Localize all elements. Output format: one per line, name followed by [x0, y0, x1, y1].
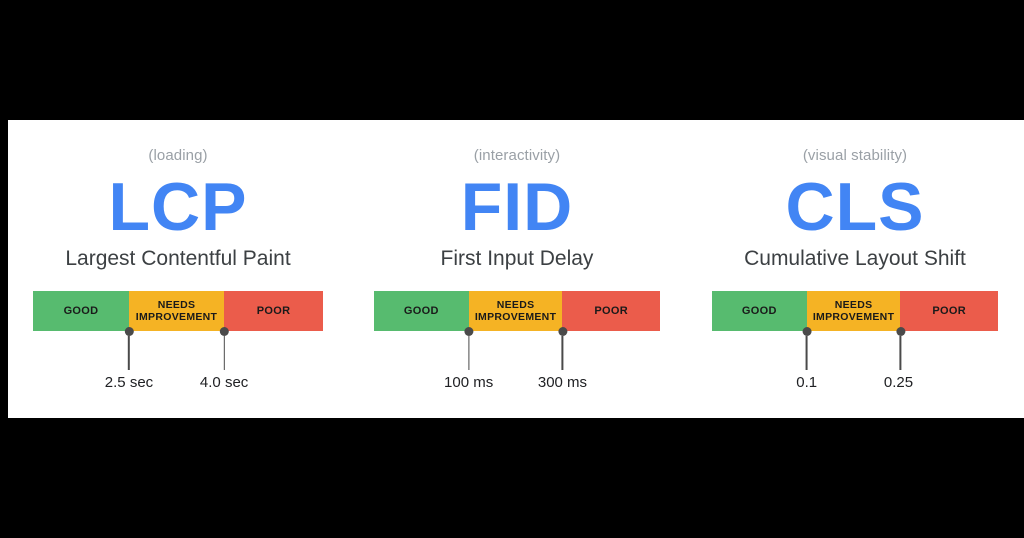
bar-segment-needs-improvement-label: NEEDS IMPROVEMENT	[475, 299, 556, 323]
marker-line	[128, 336, 130, 371]
metric-acronym: FID	[460, 169, 574, 245]
threshold-marker-good: 2.5 sec	[104, 327, 154, 392]
needs-label-line2: IMPROVEMENT	[812, 311, 895, 324]
metric-category-label: (interactivity)	[473, 147, 561, 164]
threshold-marker-good: 0.1	[796, 327, 818, 392]
bar-segment-needs-improvement-label: NEEDS IMPROVEMENT	[813, 299, 894, 323]
marker-dot-icon	[557, 327, 567, 337]
bar-segment-poor: POOR	[562, 291, 660, 332]
threshold-marker-good: 100 ms	[444, 327, 494, 392]
bar-segment-good-label: GOOD	[741, 305, 777, 318]
metric-full-name: First Input Delay	[440, 247, 594, 271]
bar-segment-needs-improvement: NEEDS IMPROVEMENT	[128, 291, 225, 332]
threshold-value-good: 100 ms	[444, 374, 494, 392]
metric-full-name: Cumulative Layout Shift	[744, 247, 966, 271]
marker-line	[561, 336, 564, 371]
bar-segment-poor: POOR	[224, 291, 323, 332]
bar-segment-good: GOOD	[33, 291, 129, 332]
marker-dot-icon	[124, 327, 134, 337]
bar-segment-good-label: GOOD	[63, 305, 99, 318]
needs-label-line1: NEEDS	[834, 299, 873, 312]
threshold-marker-poor: 300 ms	[537, 327, 588, 392]
bar-segment-poor-label: POOR	[256, 305, 291, 318]
bar-segment-poor-label: POOR	[932, 305, 966, 318]
threshold-value-poor: 300 ms	[537, 374, 588, 392]
threshold-marker-poor: 4.0 sec	[199, 327, 249, 392]
threshold-marker-poor: 0.25	[883, 327, 915, 392]
needs-label-line2: IMPROVEMENT	[474, 311, 557, 324]
threshold-bar: GOOD NEEDS IMPROVEMENT POOR	[33, 291, 323, 332]
marker-line	[899, 336, 902, 371]
threshold-bar-lcp: GOOD NEEDS IMPROVEMENT POOR	[33, 291, 323, 392]
bar-segment-needs-improvement: NEEDS IMPROVEMENT	[468, 291, 563, 332]
bar-segment-good: GOOD	[712, 291, 807, 332]
needs-label-line1: NEEDS	[157, 299, 196, 312]
metric-lcp: (loading) LCP Largest Contentful Paint G…	[8, 120, 348, 418]
marker-dot-icon	[464, 327, 474, 337]
marker-dot-icon	[802, 327, 812, 337]
marker-dot-icon	[219, 327, 229, 337]
metric-category-label: (visual stability)	[802, 147, 908, 164]
bar-segment-poor-label: POOR	[594, 305, 628, 318]
marker-dot-icon	[895, 327, 905, 337]
bar-segment-good-label: GOOD	[403, 305, 439, 318]
metric-category-label: (loading)	[148, 147, 208, 164]
needs-label-line1: NEEDS	[496, 299, 535, 312]
marker-line	[467, 336, 470, 371]
metric-full-name: Largest Contentful Paint	[65, 247, 291, 271]
core-web-vitals-card: (loading) LCP Largest Contentful Paint G…	[8, 120, 1024, 418]
threshold-value-good: 2.5 sec	[104, 374, 154, 392]
bar-segment-needs-improvement-label: NEEDS IMPROVEMENT	[136, 299, 217, 323]
metric-cls: (visual stability) CLS Cumulative Layout…	[686, 120, 1024, 418]
bar-segment-poor: POOR	[900, 291, 998, 332]
threshold-value-poor: 0.25	[883, 374, 914, 392]
threshold-bar: GOOD NEEDS IMPROVEMENT POOR	[712, 291, 998, 332]
marker-line	[223, 336, 225, 371]
bar-segment-needs-improvement: NEEDS IMPROVEMENT	[806, 291, 901, 332]
needs-label-line2: IMPROVEMENT	[135, 311, 218, 324]
metric-fid: (interactivity) FID First Input Delay GO…	[348, 120, 686, 418]
threshold-bar-cls: GOOD NEEDS IMPROVEMENT POOR	[712, 291, 998, 392]
metric-acronym: LCP	[108, 169, 248, 245]
threshold-value-poor: 4.0 sec	[199, 374, 249, 392]
marker-line	[805, 336, 808, 371]
threshold-bar-fid: GOOD NEEDS IMPROVEMENT POOR	[374, 291, 660, 392]
bar-segment-good: GOOD	[374, 291, 469, 332]
metric-acronym: CLS	[785, 169, 925, 245]
threshold-value-good: 0.1	[796, 374, 818, 392]
threshold-bar: GOOD NEEDS IMPROVEMENT POOR	[374, 291, 660, 332]
